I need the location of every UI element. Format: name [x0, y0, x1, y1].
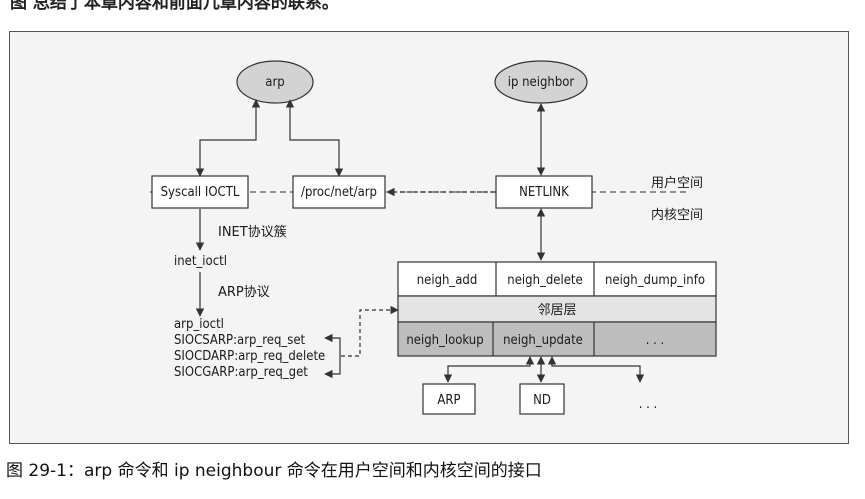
- arrow-neigh-to-arp: [443, 356, 535, 383]
- arp-protocol-box-label: ARP: [437, 393, 460, 408]
- neigh-lookup-cell: neigh_lookup: [406, 333, 483, 348]
- neigh-add-cell: neigh_add: [417, 273, 478, 288]
- proc-net-arp-label: /proc/net/arp: [301, 185, 377, 200]
- arrow-arp-to-proc: [285, 99, 344, 177]
- arrow-sioc-to-neigh: [341, 305, 399, 357]
- diagram-frame: [9, 31, 849, 444]
- inet-family-label: INET协议簇: [218, 225, 287, 240]
- arrow-arp-to-syscall: [195, 99, 261, 177]
- top-caption: 图 总结了本章内容和前面几章内容的联系。: [10, 0, 339, 13]
- arp-command-label: arp: [265, 75, 284, 90]
- neigh-dump-info-cell: neigh_dump_info: [605, 273, 705, 288]
- neigh-more-cell: . . .: [646, 333, 665, 348]
- arp-protocol-box: [422, 383, 476, 415]
- proc-net-arp-box: [292, 175, 386, 209]
- siocgarp-label: SIOCGARP:arp_req_get: [174, 365, 308, 380]
- kernel-space-label: 内核空间: [651, 207, 703, 223]
- ip-neighbor-label: ip neighbor: [508, 75, 575, 90]
- netlink-box: [495, 175, 593, 209]
- neigh-delete-cell: neigh_delete: [507, 273, 582, 288]
- arp-protocol-label: ARP协议: [218, 285, 270, 300]
- siocdarp-label: SIOCDARP:arp_req_delete: [174, 349, 325, 364]
- more-protocols-label: . . .: [639, 397, 658, 412]
- nd-protocol-box: [519, 383, 565, 415]
- ip-neighbor-ellipse: [494, 60, 588, 104]
- siocsarp-label: SIOCSARP:arp_req_set: [174, 333, 306, 348]
- neigh-row3-bg: [397, 321, 717, 357]
- sioc-bracket: [324, 333, 341, 379]
- figure-caption: 图 29-1：arp 命令和 ip neighbour 命令在用户空间和内核空间…: [6, 461, 542, 481]
- arp-ioctl-label: arp_ioctl: [174, 317, 224, 332]
- arrow-neigh-to-more: [547, 356, 645, 383]
- inet-ioctl-label: inet_ioctl: [174, 254, 227, 269]
- arp-command-ellipse: [236, 60, 314, 104]
- neighbor-layer-label: 邻居层: [537, 303, 576, 318]
- neigh-row1-bg: [397, 261, 717, 297]
- netlink-label: NETLINK: [519, 185, 569, 200]
- syscall-ioctl-box: [151, 175, 249, 209]
- user-space-label: 用户空间: [651, 175, 703, 191]
- neigh-update-cell: neigh_update: [503, 333, 583, 348]
- nd-protocol-box-label: ND: [533, 393, 551, 408]
- syscall-ioctl-label: Syscall IOCTL: [161, 185, 240, 200]
